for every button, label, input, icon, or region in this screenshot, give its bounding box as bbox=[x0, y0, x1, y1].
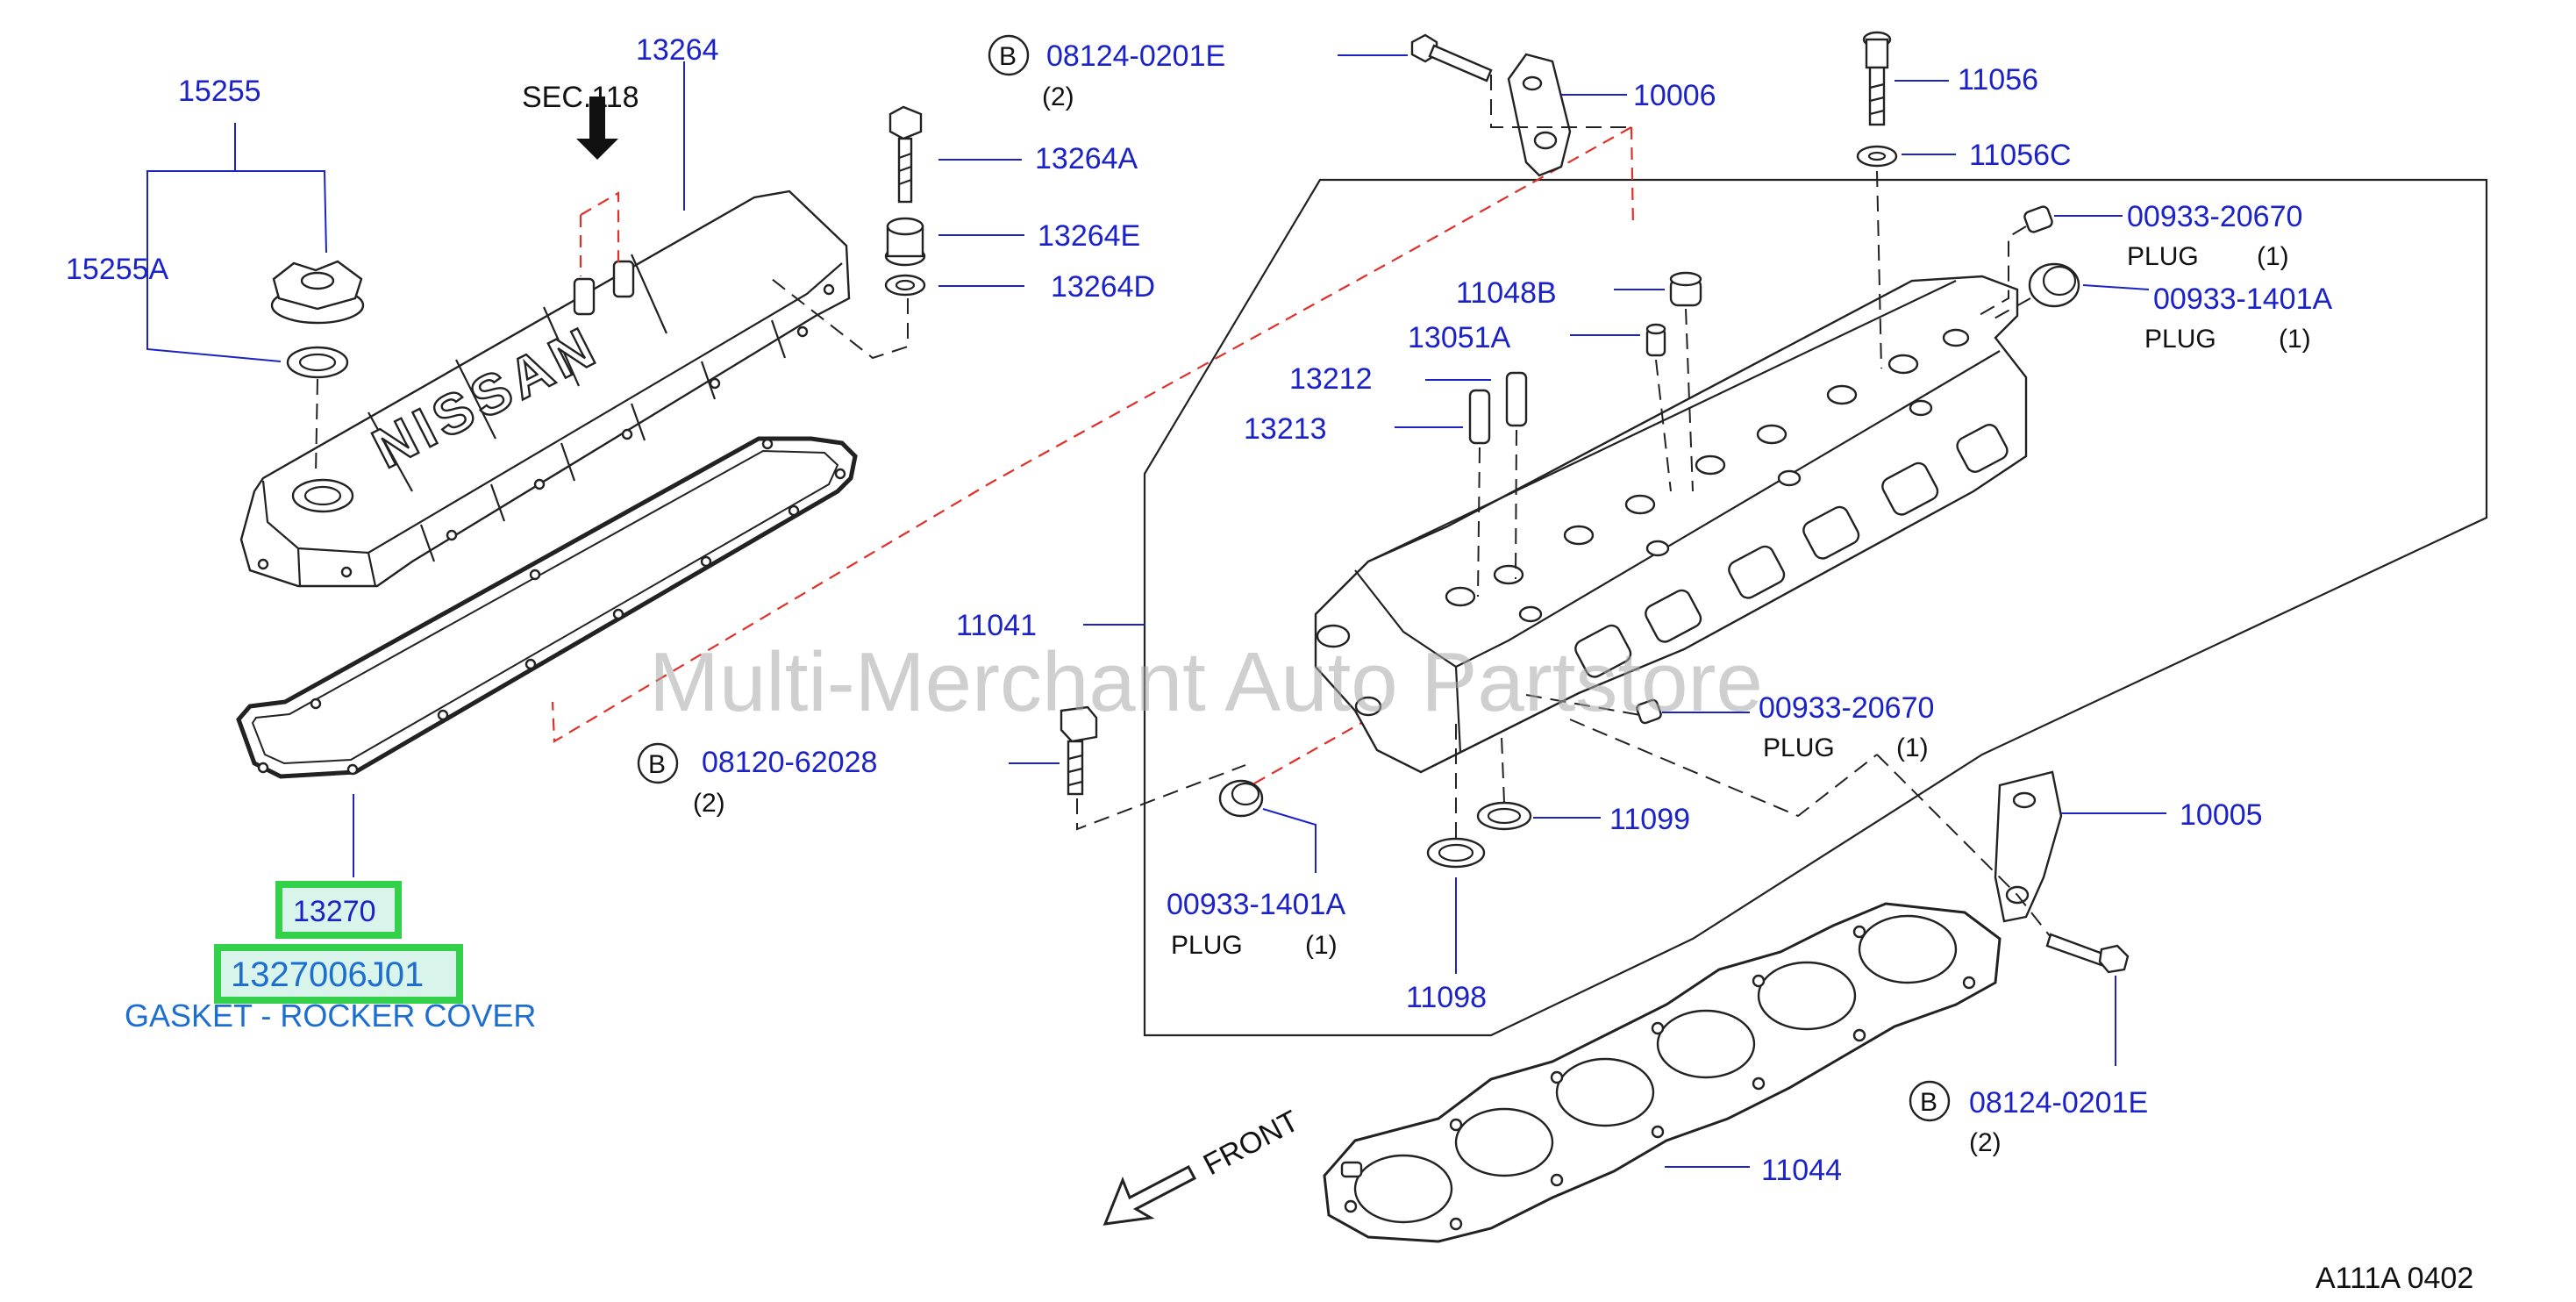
slinger-bolt-low[interactable] bbox=[2045, 933, 2130, 974]
label-11099[interactable]: 11099 bbox=[1609, 803, 1690, 836]
slinger-bolt-top[interactable] bbox=[1410, 33, 1493, 82]
label-13264A[interactable]: 13264A bbox=[1035, 142, 1138, 175]
label-13264E[interactable]: 13264E bbox=[1038, 219, 1140, 253]
front-arrow-icon bbox=[1102, 1164, 1197, 1226]
section-ref-label[interactable]: SEC.118 bbox=[522, 81, 639, 114]
engine-slinger-bracket-front[interactable] bbox=[1507, 53, 1572, 177]
rocker-cover-gasket[interactable] bbox=[236, 436, 858, 779]
label-10006[interactable]: 10006 bbox=[1633, 79, 1716, 112]
label-11041[interactable]: 11041 bbox=[956, 609, 1037, 642]
plug-top-1-qty: (1) bbox=[2257, 242, 2289, 271]
label-13213[interactable]: 13213 bbox=[1244, 412, 1327, 446]
plug-top-2-text: PLUG bbox=[2144, 325, 2216, 354]
label-08124-low-qty: (2) bbox=[1969, 1128, 2002, 1157]
label-15255[interactable]: 15255 bbox=[178, 75, 261, 108]
oil-cap-gasket[interactable] bbox=[286, 346, 349, 379]
plug-mid-qty: (1) bbox=[1896, 733, 1929, 762]
plug-low-text: PLUG bbox=[1171, 931, 1243, 960]
highlight-box-oem-number[interactable] bbox=[214, 944, 463, 1004]
diagram-code: A111A 0402 bbox=[2316, 1262, 2473, 1295]
bolt-ref-circle-top bbox=[988, 34, 1030, 76]
bolt-ref-circle-mid bbox=[637, 742, 679, 784]
plug-top-1-text: PLUG bbox=[2127, 242, 2199, 271]
plug-00933-1401A-low[interactable] bbox=[1218, 779, 1264, 818]
label-13051A[interactable]: 13051A bbox=[1408, 321, 1511, 354]
label-13264D[interactable]: 13264D bbox=[1051, 270, 1155, 304]
watermark: Multi-Merchant Auto Partstore bbox=[649, 635, 1763, 729]
plug-00933-20670-mid[interactable] bbox=[1636, 698, 1662, 725]
label-08120[interactable]: 08120-62028 bbox=[702, 746, 877, 779]
highlighted-part[interactable]: 13270 1327006J01 GASKET - ROCKER COVER bbox=[125, 881, 536, 1034]
seal-11098[interactable] bbox=[1426, 837, 1486, 869]
bolt-ref-circle-low bbox=[1909, 1080, 1951, 1122]
label-00933-20670-top[interactable]: 00933-20670 bbox=[2127, 200, 2302, 233]
bolt-ref-b-low: B bbox=[1920, 1088, 1937, 1117]
rocker-cover-grommet[interactable] bbox=[884, 217, 926, 267]
label-08120-qty: (2) bbox=[693, 789, 725, 818]
label-11044[interactable]: 11044 bbox=[1761, 1154, 1842, 1187]
cylinder-head[interactable] bbox=[1314, 275, 2028, 774]
bolt-ref-b-mid: B bbox=[648, 750, 666, 779]
plug-top-2-qty: (1) bbox=[2279, 325, 2311, 354]
label-11056[interactable]: 11056 bbox=[1958, 63, 2038, 97]
bolt-ref-b-top: B bbox=[999, 42, 1017, 71]
seal-11099[interactable] bbox=[1476, 801, 1532, 831]
highlight-oem-number[interactable]: 1327006J01 bbox=[231, 955, 424, 994]
engine-slinger-bracket-rear[interactable] bbox=[1994, 770, 2063, 923]
front-label: FRONT bbox=[1198, 1105, 1304, 1183]
label-08124-low[interactable]: 08124-0201E bbox=[1969, 1086, 2148, 1120]
label-11098[interactable]: 11098 bbox=[1406, 981, 1487, 1014]
label-08124-top-qty: (2) bbox=[1042, 82, 1074, 111]
label-13212[interactable]: 13212 bbox=[1289, 362, 1373, 396]
label-15255A[interactable]: 15255A bbox=[66, 253, 169, 286]
rocker-cover-washer[interactable] bbox=[884, 274, 926, 297]
valve-guide-seal[interactable] bbox=[1669, 271, 1702, 307]
label-08124-top[interactable]: 08124-0201E bbox=[1046, 39, 1225, 73]
highlight-description[interactable]: GASKET - ROCKER COVER bbox=[125, 998, 536, 1034]
plug-low-qty: (1) bbox=[1305, 931, 1338, 960]
plug-mid-text: PLUG bbox=[1763, 733, 1835, 762]
head-bolt-08120[interactable] bbox=[1060, 705, 1098, 796]
label-11056C[interactable]: 11056C bbox=[1969, 139, 2072, 172]
label-00933-1401A-top[interactable]: 00933-1401A bbox=[2153, 283, 2333, 316]
label-13264[interactable]: 13264 bbox=[636, 33, 719, 67]
rocker-cover-bolt[interactable] bbox=[888, 105, 923, 204]
sec-118-arrow bbox=[576, 97, 620, 276]
cylinder-head-group-outline bbox=[1143, 178, 2488, 1037]
head-gasket[interactable] bbox=[1323, 902, 2002, 1243]
label-00933-20670-mid[interactable]: 00933-20670 bbox=[1759, 691, 1934, 725]
highlight-box-part-number[interactable] bbox=[275, 881, 402, 939]
highlight-part-number[interactable]: 13270 bbox=[293, 895, 376, 928]
label-10005[interactable]: 10005 bbox=[2180, 798, 2263, 832]
plug-00933-1401A-top[interactable] bbox=[2028, 262, 2080, 308]
label-00933-1401A-low[interactable]: 00933-1401A bbox=[1167, 888, 1346, 921]
head-bolt[interactable] bbox=[1862, 31, 1892, 126]
head-bolt-washer[interactable] bbox=[1856, 145, 1898, 168]
plug-00933-20670-top[interactable] bbox=[2023, 205, 2054, 233]
rocker-cover[interactable]: NISSAN bbox=[239, 190, 851, 588]
dowel-13212[interactable] bbox=[1468, 371, 1528, 445]
oil-filler-cap[interactable] bbox=[270, 260, 365, 325]
label-11048B[interactable]: 11048B bbox=[1456, 276, 1557, 310]
valve-guide-13051A[interactable] bbox=[1645, 323, 1666, 357]
